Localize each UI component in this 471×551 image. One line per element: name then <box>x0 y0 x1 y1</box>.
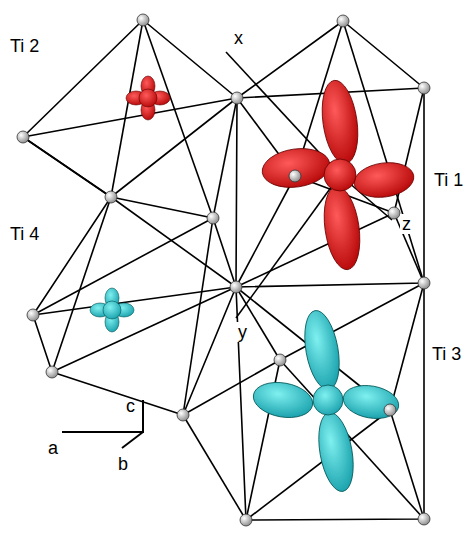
orbital-ti4 <box>90 288 134 332</box>
axis-label: z <box>400 214 413 234</box>
axis-label: y <box>236 322 249 342</box>
oxygen-atoms <box>17 14 430 526</box>
axis-label: c <box>124 396 137 416</box>
site-label: Ti 3 <box>430 344 463 364</box>
orbital-ti1 <box>260 78 416 272</box>
site-label: Ti 2 <box>8 36 41 56</box>
axis-label: b <box>116 454 130 474</box>
site-label: Ti 1 <box>432 170 465 190</box>
axis-label: a <box>46 438 60 458</box>
octahedra-edges <box>23 20 424 520</box>
site-label: Ti 4 <box>8 224 41 244</box>
axis-label: x <box>232 28 245 48</box>
orbital-ti3 <box>251 308 402 494</box>
orbital-ti2 <box>126 76 170 120</box>
